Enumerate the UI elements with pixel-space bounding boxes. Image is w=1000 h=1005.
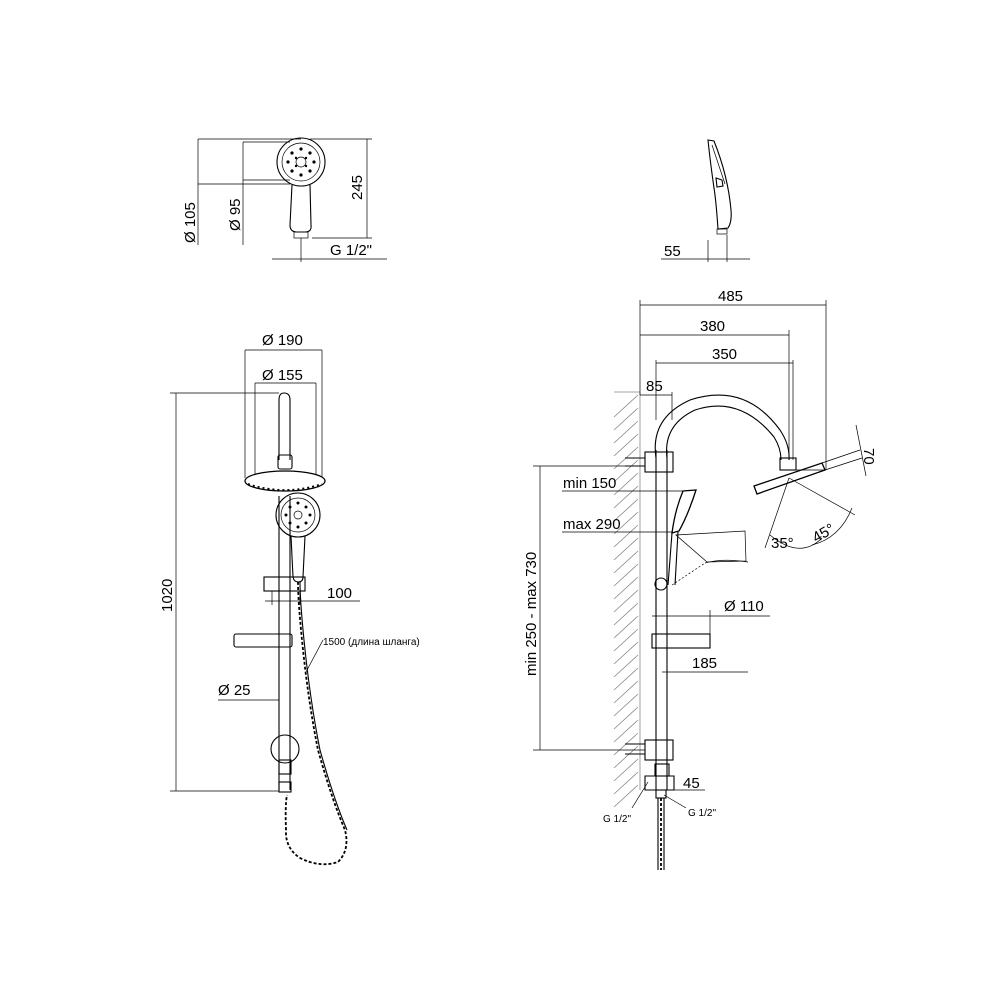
wall-hatch-line — [613, 433, 639, 457]
wall-hatch-line — [613, 498, 639, 522]
dim-depth-55: 55 — [664, 243, 681, 260]
dim-dia-95: Ø 95 — [227, 198, 244, 231]
wall-hatch-line — [613, 576, 639, 600]
wall-hatch-line — [613, 394, 639, 418]
dim-rail-25: Ø 25 — [218, 682, 251, 699]
wall-hatch-line — [613, 771, 639, 795]
wall-hatch-lines — [613, 394, 639, 808]
wall-hatch-line — [613, 472, 639, 496]
wall-hatch-line — [613, 511, 639, 535]
spray-nozzles-icon — [286, 147, 316, 177]
dim-angle-35: 35° — [771, 535, 794, 552]
hand-shower-nozzles-icon — [284, 501, 312, 529]
wall-hatch-line — [613, 680, 639, 704]
wall-hatch-line — [613, 407, 639, 431]
dim-min-150: min 150 — [563, 475, 616, 492]
dim-mixer-45: 45 — [683, 775, 700, 792]
dim-dia-155: Ø 155 — [262, 367, 303, 384]
wall-hatch-line — [613, 641, 639, 665]
wall-hatch-line — [613, 524, 639, 548]
wall-hatch-line — [613, 706, 639, 730]
dim-angle-45: 45° — [810, 520, 838, 546]
wall-hatch-line — [613, 615, 639, 639]
front-view: Ø 190 Ø 155 100 Ø 25 — [159, 332, 420, 866]
dim-head-70: 70 — [860, 448, 877, 465]
wall-hatch-line — [613, 589, 639, 613]
wall-hatch-line — [613, 784, 639, 808]
dim-holder-100: 100 — [327, 585, 352, 602]
wall-hatch-line — [613, 563, 639, 587]
dim-dia-105: Ø 105 — [182, 202, 199, 243]
dim-max-290: max 290 — [563, 516, 621, 533]
dim-hose-1500: 1500 (длина шланга) — [323, 637, 420, 648]
wall-hatch-line — [613, 628, 639, 652]
dim-thread: G 1/2" — [330, 242, 372, 259]
wall-hatch-line — [613, 745, 639, 769]
dim-height-245: 245 — [349, 175, 366, 200]
wall-hatch-line — [613, 420, 639, 444]
wall-hatch-line — [613, 758, 639, 782]
wall-hatch-line — [613, 602, 639, 626]
wall-hatch-line — [613, 459, 639, 483]
dim-reach-485: 485 — [718, 288, 743, 305]
dim-thread-right: G 1/2" — [688, 808, 716, 819]
wall-hatch-line — [613, 693, 639, 717]
dim-reach-350: 350 — [712, 346, 737, 363]
dim-thread-left: G 1/2" — [603, 814, 631, 825]
wall-hatch-line — [613, 537, 639, 561]
dim-bracket-range: min 250 - max 730 — [523, 552, 540, 676]
dim-shelf-110: Ø 110 — [724, 598, 764, 615]
dim-shelf-185: 185 — [692, 655, 717, 672]
wall-hatch-line — [613, 485, 639, 509]
wall-hatch-line — [613, 550, 639, 574]
hand-shower-side-detail: 55 — [661, 139, 750, 262]
dim-total-1020: 1020 — [159, 579, 176, 612]
wall-hatch-line — [613, 667, 639, 691]
dim-reach-380: 380 — [700, 318, 725, 335]
wall-hatch-line — [613, 654, 639, 678]
wall-hatch-line — [613, 719, 639, 743]
dim-dia-190: Ø 190 — [262, 332, 303, 349]
dim-wall-85: 85 — [646, 378, 663, 395]
hand-shower-front-detail: Ø 105 Ø 95 245 G 1/2" — [182, 137, 387, 262]
side-view: 485 380 350 85 70 35° 45° — [523, 288, 877, 870]
